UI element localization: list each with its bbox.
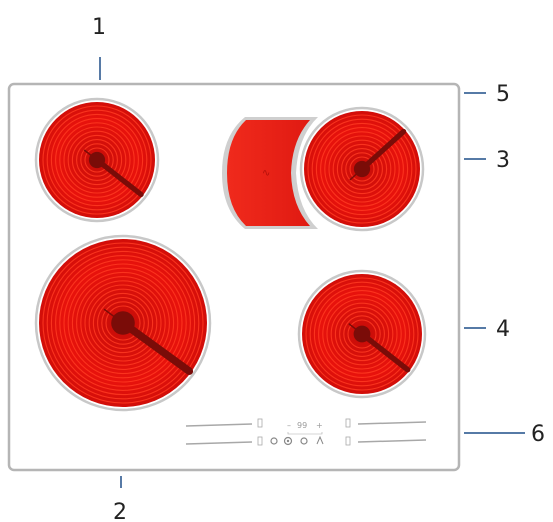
zone-coil [92,292,154,354]
callout-2: 2 [113,500,127,522]
zone-coil [322,294,402,374]
zone-coil [46,246,200,400]
zone-coil [320,127,404,211]
zone-coil [42,105,152,215]
zone-coil [84,284,162,362]
zone-coil [334,306,390,362]
zone-coil [97,297,149,349]
power-icon [270,437,278,445]
zone-coil [328,135,396,203]
callout-3: 3 [496,148,510,173]
zone-coil [46,109,148,211]
callout-6: 6 [531,422,545,447]
slider-bottom-right [357,439,427,443]
zone-coil [101,301,145,345]
zone-coil [71,134,123,186]
zone-coil [309,281,415,387]
zone-coil [42,242,204,404]
zone-coil [330,302,394,366]
zone-coil [332,139,392,199]
zone-coil [59,122,135,198]
zone-coil [341,148,383,190]
zone-coil [307,114,417,224]
zone-coil [50,250,196,396]
zone-coil [80,280,166,366]
zone-coil [55,255,191,391]
zone-coil [80,143,114,177]
zone-coil [105,305,141,341]
slider-bottom-left [185,441,253,445]
zone-terminal [119,319,194,375]
zone-hub [353,325,371,343]
zone-terminal [359,331,411,373]
timer-plus: + [316,421,323,430]
zone-terminal [94,157,144,198]
zone-indicator-bottom-right [345,436,351,446]
slider-top-left [185,423,253,427]
zone-coil [345,152,379,186]
zone-outer-ring [34,97,160,223]
callouts: 1 2 3 4 5 6 [92,15,545,522]
zone-coil [63,126,131,194]
zone-coil [88,288,158,358]
control-panel: – 99 + [185,418,427,446]
zone-coil [55,118,139,202]
callout-5: 5 [496,82,510,107]
extension-symbol-icon: ∿ [262,168,270,179]
zone-coil [63,263,183,383]
zone-coil [343,315,381,353]
timer-display: 99 [297,421,307,430]
zone-coil [71,271,175,375]
zone-indicator-bottom-left [257,436,263,446]
zone-coil [76,276,170,370]
zone-outer-ring [34,234,212,412]
cooking-zone-top-right [299,106,425,232]
zone-coil [326,298,398,370]
zone-coil [67,267,179,379]
zone-coil [50,113,144,207]
timer-bracket [287,432,323,435]
zone-coil [313,285,411,383]
cooking-zone-top-right-extended: ∿ [222,106,425,232]
slider-top-right [357,421,427,425]
extension-zone-heater [227,120,310,226]
zone-coil [311,118,413,220]
lock-icon [283,436,293,446]
zone-coil [59,259,187,387]
zone-hub [111,311,135,335]
zone-coil [67,130,127,190]
zone-terminal [359,128,407,172]
zone-outer-ring [297,269,427,399]
bridge-icon [316,435,324,445]
zone-coil [336,143,388,195]
cooking-zone-bottom-right [297,269,427,399]
zone-coil [315,122,409,216]
zone-indicator-top-left [257,418,263,428]
zone-coil [349,156,375,182]
zone-coil [76,139,118,181]
timer-minus: – [287,421,291,430]
zone-coil [318,290,406,378]
zone-indicator-top-right [345,418,351,428]
zone-hub [353,160,371,178]
zone-coil [339,311,385,357]
zone-coil [305,277,419,391]
cooking-zone-top-left [34,97,160,223]
cooking-zone-bottom-left [34,234,212,412]
zone-coil [347,319,377,349]
callout-1: 1 [92,15,106,40]
callout-4: 4 [496,317,510,342]
zone-hub [88,151,106,169]
timer-icon [300,437,308,445]
zone-coil [324,131,400,207]
zone-coil [84,147,110,173]
zone-outer-ring [299,106,425,232]
lock-icon-dot [286,439,290,443]
